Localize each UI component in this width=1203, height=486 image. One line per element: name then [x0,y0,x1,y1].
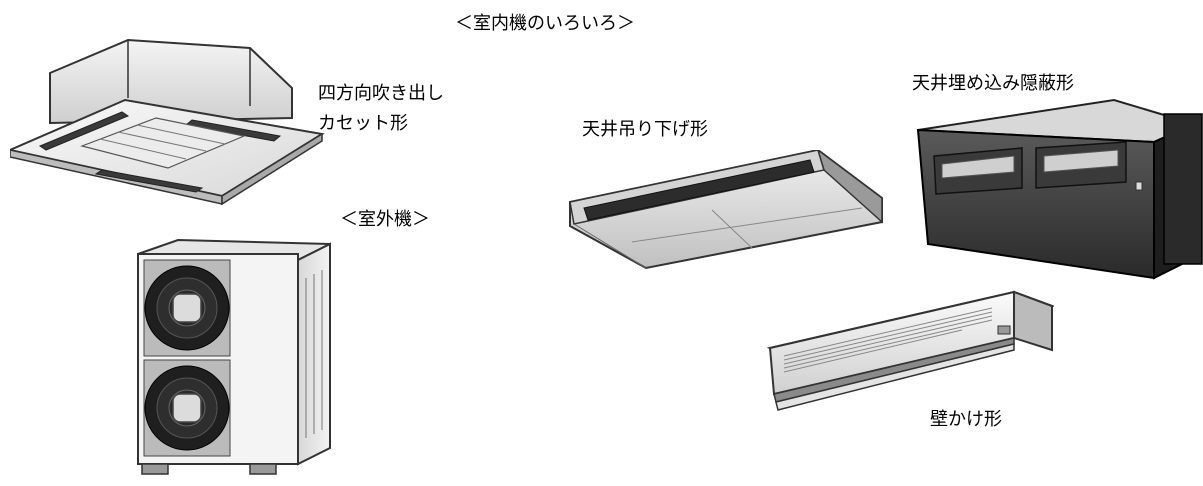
wall-mounted-unit-image [762,286,1054,440]
label-wall-mounted: 壁かけ形 [930,409,1002,430]
label-ceiling-concealed: 天井埋め込み隠蔽形 [912,73,1074,94]
outdoor-unit-image [130,238,340,486]
ceiling-concealed-unit-image [914,98,1203,282]
label-ceiling-suspended: 天井吊り下げ形 [582,119,708,140]
cassette-unit-image [10,38,330,238]
label-outdoor: ＜室外機＞ [340,209,430,230]
ceiling-suspended-unit-image [562,150,892,272]
label-cassette-line1: 四方向吹き出し [318,83,444,104]
label-cassette-line2: カセット形 [318,113,408,134]
page-title: ＜室内機のいろいろ＞ [455,13,635,34]
